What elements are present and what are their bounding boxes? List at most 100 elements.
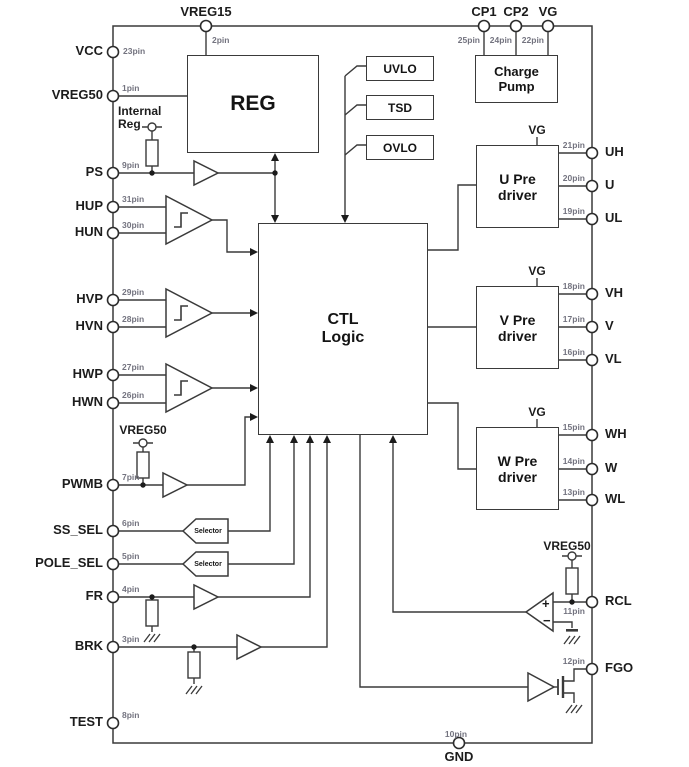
v-pre-driver-label: V Pre driver (498, 311, 537, 344)
v-pre-driver-block: V Pre driver (476, 286, 559, 369)
pin-fgo-number: 12pin (562, 656, 585, 666)
ground-symbols (143, 633, 583, 714)
pin-rcl-number: 11pin (563, 606, 585, 616)
pin-ss-sel-label: SS_SEL (53, 522, 103, 537)
wires (119, 32, 586, 703)
pin-wl-number: 13pin (562, 487, 585, 497)
pin-v-number: 17pin (562, 314, 585, 324)
pin-test-label: TEST (69, 714, 103, 729)
pin-v-label: V (605, 318, 614, 333)
pin-pole-sel-label: POLE_SEL (35, 555, 103, 570)
uvlo-block: UVLO (366, 56, 434, 81)
pin-pwmb-number: 7pin (122, 472, 140, 482)
buffers-comparators (162, 159, 556, 703)
pin-vg-number: 22pin (521, 35, 544, 45)
pwmb-buffer-icon (162, 471, 189, 499)
w-pre-driver-block: W Pre driver (476, 427, 559, 510)
vg-label-u: VG (528, 123, 546, 137)
hysteresis-icons (174, 212, 188, 396)
chip-border (112, 25, 593, 744)
pin-hvp-label: HVP (76, 291, 103, 306)
pin-ps-label: PS (85, 164, 103, 179)
pin-vcc-label: VCC (75, 43, 103, 58)
pin-hvn-number: 28pin (122, 314, 145, 324)
pin-cp1-number: 25pin (457, 35, 480, 45)
vg-label-v: VG (528, 264, 546, 278)
pin-vl-number: 16pin (562, 347, 585, 357)
arrowheads (250, 153, 397, 443)
ss-selector-label: Selector (194, 528, 222, 535)
ps-buffer-icon (193, 159, 220, 187)
pin-wh-label: WH (605, 426, 627, 441)
pin-ul-number: 19pin (562, 206, 585, 216)
rcl-comparator-icon (524, 591, 554, 633)
pin-fr-label: FR (85, 588, 103, 603)
pin-wl-label: WL (605, 491, 626, 506)
pin-wh-number: 15pin (562, 422, 585, 432)
pin-brk-number: 3pin (122, 634, 140, 644)
vg-label-w: VG (528, 405, 546, 419)
pin-cp2-label: CP2 (503, 4, 529, 19)
pin-test-number: 8pin (122, 710, 140, 720)
ctl-logic-block: CTL Logic (258, 223, 428, 435)
pin-brk-label: BRK (74, 638, 103, 653)
pin-vh-number: 18pin (562, 281, 585, 291)
pin-hwn-number: 26pin (122, 390, 145, 400)
u-pre-driver-block: U Pre driver (476, 145, 559, 228)
pin-fgo-label: FGO (605, 660, 634, 675)
pin-fr-number: 4pin (122, 584, 140, 594)
pin-hvp-number: 29pin (122, 287, 145, 297)
pin-vg-label: VG (538, 4, 558, 19)
pin-pwmb-label: PWMB (61, 476, 103, 491)
ss-selector-shape (181, 518, 229, 544)
pin-u-number: 20pin (562, 173, 585, 183)
tsd-block: TSD (366, 95, 434, 120)
pin-hup-label: HUP (75, 198, 103, 213)
pin-hwp-number: 27pin (122, 362, 145, 372)
hall-u-comparator-icon (165, 194, 214, 246)
plus-sign: + (542, 596, 550, 611)
pin-uh-number: 21pin (562, 140, 585, 150)
pin-gnd-number: 10pin (444, 729, 468, 739)
ctl-logic-label: CTL Logic (321, 311, 365, 346)
hall-w-comparator-icon (165, 362, 214, 414)
pin-hun-label: HUN (74, 224, 103, 239)
pin-rcl-label: RCL (605, 593, 632, 608)
pin-vcc-number: 23pin (123, 46, 146, 56)
pin-cp2-number: 24pin (489, 35, 512, 45)
fgo-buffer-icon (527, 671, 556, 703)
minus-sign: − (543, 613, 551, 628)
fr-buffer-icon (193, 583, 220, 611)
tsd-label: TSD (388, 100, 412, 115)
pin-pole-sel-number: 5pin (122, 551, 140, 561)
internal-reg-label: Internal Reg (118, 104, 162, 132)
charge-pump-block: Charge Pump (475, 55, 558, 103)
w-pre-driver-label: W Pre driver (497, 452, 538, 485)
pole-selector-label: Selector (194, 561, 222, 568)
pin-vreg50-number: 1pin (122, 83, 140, 93)
pin-u-label: U (605, 177, 615, 192)
pin-hwn-label: HWN (71, 394, 103, 409)
pin-hun-number: 30pin (122, 220, 145, 230)
pin-terminals (106, 19, 599, 750)
vreg50-label-pwmb: VREG50 (119, 423, 167, 437)
pin-w-label: W (605, 460, 618, 475)
pin-vreg15-number: 2pin (212, 35, 230, 45)
pin-gnd-label: GND (444, 749, 474, 764)
pin-vh-label: VH (605, 285, 624, 300)
pole-selector-shape (181, 551, 229, 577)
hall-v-comparator-icon (165, 287, 214, 339)
pin-vl-label: VL (605, 351, 622, 366)
pin-ss-sel-number: 6pin (122, 518, 140, 528)
pin-cp1-label: CP1 (471, 4, 497, 19)
reference-symbol (566, 629, 578, 632)
pin-ps-number: 9pin (122, 160, 140, 170)
ovlo-label: OVLO (382, 140, 417, 155)
pin-vreg50-label: VREG50 (51, 87, 103, 102)
pin-hup-number: 31pin (122, 194, 145, 204)
ovlo-block: OVLO (366, 135, 434, 160)
uvlo-label: UVLO (383, 61, 417, 76)
junction-dots (140, 170, 575, 650)
